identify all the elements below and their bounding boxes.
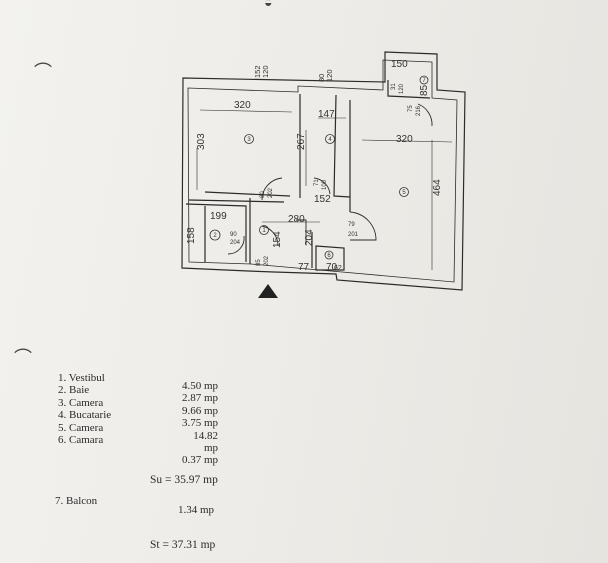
pen-mark: ⌒: [14, 348, 32, 368]
total-area: St = 37.31 mp: [150, 539, 216, 551]
dim-label: 75: [408, 105, 414, 112]
legend-room-area: 14.82 mp: [193, 429, 218, 455]
entrance-arrow-icon: [258, 284, 278, 298]
dim-label: 100: [322, 179, 328, 190]
dim-label: 80: [260, 191, 266, 198]
dim-label: 31: [391, 83, 397, 90]
legend-room-area: 0.37 mp: [181, 454, 218, 467]
dim-label: 320: [234, 100, 251, 111]
room-number: 6: [327, 253, 331, 259]
balcony-area: 1.34 mp: [178, 504, 215, 516]
dim-label: 464: [432, 179, 443, 196]
dim-label: 77: [298, 262, 310, 273]
dim-label: 158: [186, 227, 197, 244]
legend-room-name: 5. Camera: [58, 421, 104, 434]
legend-room-name: 1. Vestibul: [58, 372, 105, 384]
floor-plan: 152 120 80 120 85 31 120 75 216 303 267 …: [181, 51, 466, 298]
dim-label: 204: [230, 240, 241, 246]
pen-mark: ⌒: [34, 62, 52, 82]
legend-room-area: 2.87 mp: [181, 392, 218, 405]
dim-label: 85: [256, 259, 262, 266]
room-areas: 4.50 mp 2.87 mp 9.66 mp 3.75 mp 14.82 mp…: [178, 380, 218, 467]
dim-label: 150: [391, 59, 408, 70]
dim-label: 79: [348, 222, 355, 228]
legend-room-name: 3. Camera: [58, 396, 104, 409]
dim-label: 120: [261, 65, 270, 78]
dim-label: 85: [419, 84, 430, 96]
dim-label: 152: [253, 65, 262, 78]
room-number: 7: [422, 78, 426, 84]
room-number: 3: [247, 137, 251, 143]
dim-label: 202: [264, 255, 270, 266]
legend-room-name: 6. Camara: [58, 433, 104, 446]
dim-label: 216: [416, 105, 422, 116]
pen-mark: ◒: [264, 0, 273, 11]
dim-label: 90: [230, 232, 237, 238]
dim-label: 71: [314, 179, 320, 186]
dim-label: 147: [318, 109, 335, 120]
dim-label: 267: [296, 133, 307, 150]
dim-label: 120: [399, 83, 405, 94]
dim-label: 204: [304, 229, 315, 246]
legend-room-area: 9.66 mp: [181, 404, 218, 417]
dim-label: 201: [348, 232, 359, 238]
legend-room-area: 4.50 mp: [181, 380, 218, 392]
room-number: 5: [402, 190, 406, 196]
dim-label: 199: [210, 211, 227, 222]
room-number: 4: [328, 137, 332, 143]
dim-label: 154: [272, 231, 283, 248]
dim-label: 320: [396, 134, 413, 145]
balcony-name: 7. Balcon: [55, 495, 98, 507]
legend-room-name: 4. Bucatarie: [58, 409, 112, 422]
dim-label: 152: [314, 194, 331, 205]
legend-room-name: 2. Baie: [58, 384, 90, 397]
room-number: 1: [262, 228, 266, 234]
dim-label: 120: [325, 69, 334, 82]
room-number: 2: [213, 233, 217, 239]
room-legend: 1. Vestibul 2. Baie 3. Camera 4. Bucatar…: [58, 372, 111, 446]
dim-label: 80: [317, 74, 326, 82]
dim-label: 280: [288, 214, 305, 225]
legend-room-area: 3.75 mp: [181, 417, 218, 430]
dim-label: 70: [326, 262, 338, 273]
useful-area-total: Su = 35.97 mp: [150, 474, 218, 486]
dim-label: 303: [196, 133, 207, 150]
dim-label: 202: [268, 187, 274, 198]
dim-label: 62: [334, 265, 342, 272]
